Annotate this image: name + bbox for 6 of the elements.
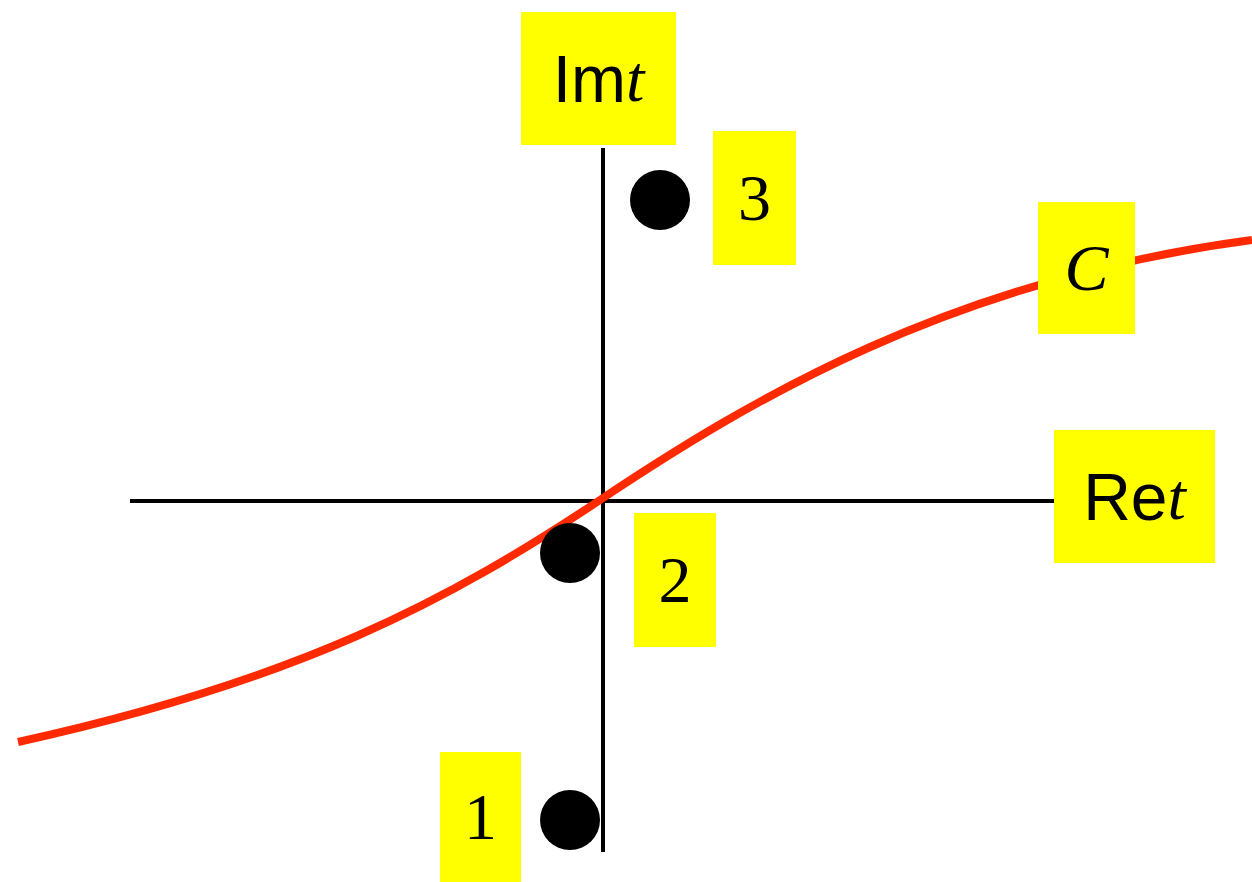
axis-label: Imt [521, 12, 676, 145]
point-label: 2 [634, 513, 716, 647]
curve-label: C [1038, 202, 1135, 334]
point-label: 1 [440, 752, 521, 882]
point-label: 3 [713, 131, 796, 265]
axis-label: Ret [1054, 430, 1215, 563]
